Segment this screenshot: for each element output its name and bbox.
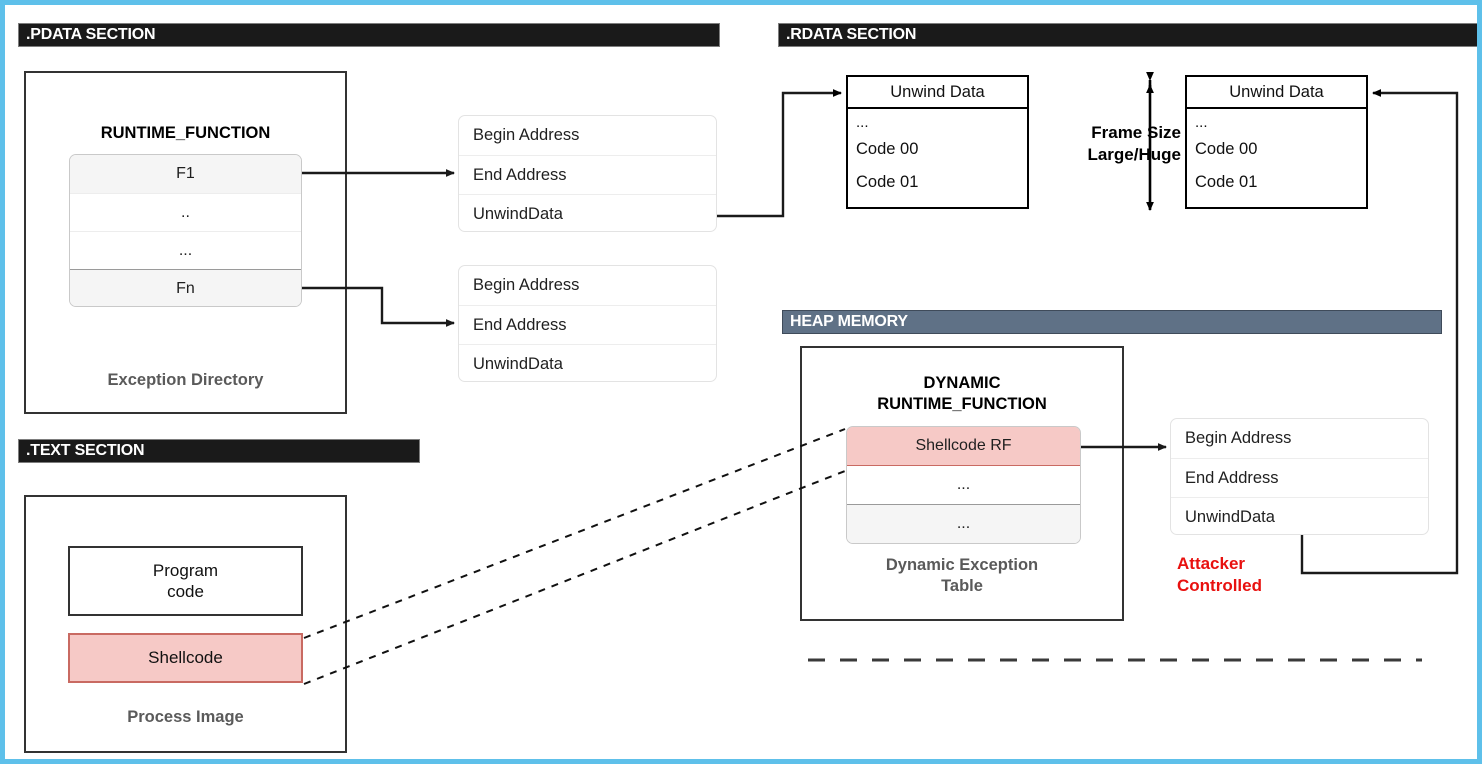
runtime-function-entry-card-1: Begin Address End Address UnwindData <box>458 115 717 232</box>
entry-field-begin-address: Begin Address <box>1185 429 1292 447</box>
exception-directory-caption: Exception Directory <box>107 371 264 389</box>
unwind-data-title: Unwind Data <box>1187 77 1366 109</box>
unwind-data-line: Code 01 <box>856 172 919 191</box>
dynamic-row[interactable]: ... <box>847 504 1080 543</box>
entry-field-unwind-data: UnwindData <box>459 194 716 231</box>
unwind-data-line: ... <box>1195 114 1208 131</box>
runtime-function-row[interactable]: Fn <box>70 269 301 306</box>
connector-unwinddata1-to-unwind-box1 <box>717 89 842 218</box>
entry-field-begin-address: Begin Address <box>473 126 580 144</box>
unwind-data-line: Code 01 <box>1195 172 1258 191</box>
unwind-data-box-1: Unwind Data ... Code 00 Code 01 <box>846 75 1029 209</box>
program-code-box: Program code <box>68 546 303 616</box>
dynamic-caption-line-2: Table <box>941 577 983 596</box>
unwind-data-line: Code 00 <box>856 140 919 159</box>
section-header-text: .TEXT SECTION <box>18 439 420 463</box>
section-header-heap-label: HEAP MEMORY <box>790 313 908 330</box>
runtime-function-row[interactable]: F1 <box>70 155 301 193</box>
section-header-pdata-label: .PDATA SECTION <box>26 26 156 43</box>
section-header-rdata: .RDATA SECTION <box>778 23 1477 47</box>
entry-field-end-address: End Address <box>459 305 716 344</box>
dynamic-runtime-function-heading: DYNAMIC RUNTIME_FUNCTION <box>800 373 1124 414</box>
frame-size-label: Frame Size Large/Huge <box>1041 122 1181 166</box>
runtime-function-stack: F1 .. ... Fn <box>69 154 302 307</box>
unwind-data-box-2: Unwind Data ... Code 00 Code 01 <box>1185 75 1368 209</box>
dynamic-runtime-function-stack: Shellcode RF ... ... <box>846 426 1081 544</box>
entry-field-unwind-data: UnwindData <box>1171 497 1428 534</box>
unwind-data-title: Unwind Data <box>848 77 1027 109</box>
section-header-pdata: .PDATA SECTION <box>18 23 720 47</box>
dashed-link-shellcode-bottom <box>303 470 846 685</box>
attacker-note-line-2: Controlled <box>1177 576 1262 596</box>
unwind-data-body: ... Code 00 Code 01 <box>848 109 1027 199</box>
attacker-runtime-function-card: Begin Address End Address UnwindData <box>1170 418 1429 535</box>
shellcode-box: Shellcode <box>68 633 303 683</box>
attacker-note-line-1: Attacker <box>1177 554 1246 573</box>
dynamic-row[interactable]: ... <box>847 466 1080 504</box>
entry-field-end-address: End Address <box>459 155 716 194</box>
runtime-function-row[interactable]: ... <box>70 231 301 269</box>
dynamic-caption-line-1: Dynamic Exception <box>885 556 1039 574</box>
entry-field-unwind-data: UnwindData <box>459 344 716 381</box>
unwind-data-body: ... Code 00 Code 01 <box>1187 109 1366 199</box>
frame-size-line-2: Large/Huge <box>1087 144 1181 164</box>
entry-field-begin-address: Begin Address <box>473 276 580 294</box>
shellcode-label: Shellcode <box>148 648 223 668</box>
program-code-label: Program code <box>152 560 219 601</box>
dynamic-heading-line-2: RUNTIME_FUNCTION <box>877 394 1047 413</box>
section-header-rdata-label: .RDATA SECTION <box>786 26 917 43</box>
dynamic-row-shellcode-rf[interactable]: Shellcode RF <box>847 427 1080 466</box>
runtime-function-heading: RUNTIME_FUNCTION <box>100 124 271 142</box>
section-header-heap: HEAP MEMORY <box>782 310 1442 334</box>
dynamic-exception-table-caption: Dynamic Exception Table <box>800 555 1124 598</box>
runtime-function-entry-card-2: Begin Address End Address UnwindData <box>458 265 717 382</box>
section-header-text-label: .TEXT SECTION <box>26 442 145 459</box>
dynamic-heading-line-1: DYNAMIC <box>923 374 1001 392</box>
unwind-data-line: Code 00 <box>1195 140 1258 159</box>
runtime-function-row[interactable]: .. <box>70 193 301 231</box>
attacker-controlled-note: Attacker Controlled <box>1177 553 1357 597</box>
entry-field-end-address: End Address <box>1171 458 1428 497</box>
unwind-data-line: ... <box>856 114 869 131</box>
process-image-caption: Process Image <box>127 708 244 726</box>
frame-size-line-1: Frame Size <box>1091 123 1181 142</box>
process-image-box <box>24 495 347 753</box>
